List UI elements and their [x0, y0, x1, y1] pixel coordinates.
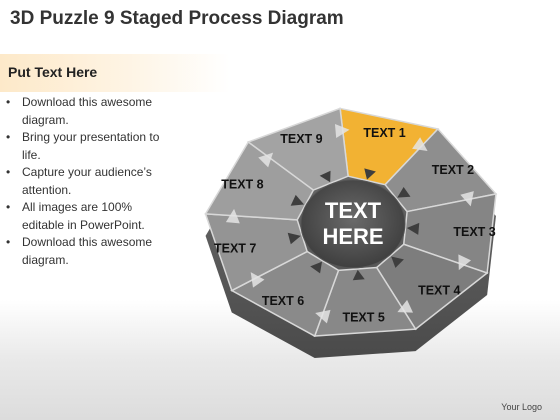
stage-label-4: TEXT 4: [418, 283, 460, 297]
bullet-list: Download this awesome diagram. Bring you…: [6, 94, 176, 269]
subheading-band: [0, 54, 230, 92]
connector-arrow-icon: [397, 299, 414, 313]
stage-label-5: TEXT 5: [342, 311, 384, 325]
hub-arrow-icon: [352, 269, 365, 281]
diagram-arrows: [225, 123, 474, 324]
hub-arrow-icon: [364, 168, 376, 180]
subheading: Put Text Here: [8, 64, 98, 80]
hub-arrow-icon: [406, 222, 420, 235]
hub-arrow-icon: [391, 256, 404, 268]
hub-arrow-icon: [397, 186, 411, 198]
diagram-labels: TEXT 1 TEXT 2 TEXT 3 TEXT 4 TEXT 5 TEXT 6 TEXT…: [214, 126, 496, 324]
stage-label-7: TEXT 7: [214, 241, 256, 255]
connector-arrow-icon: [334, 123, 350, 138]
bullet-item: All images are 100% editable in PowerPoi…: [6, 199, 176, 234]
center-text-line1: TEXT: [325, 198, 382, 223]
connector-arrow-icon: [225, 208, 240, 224]
connector-arrow-icon: [458, 254, 472, 271]
stage-label-1: TEXT 1: [363, 126, 405, 140]
bullet-item: Capture your audience’s attention.: [6, 164, 176, 199]
bullet-item: Download this awesome diagram.: [6, 94, 176, 129]
segment-9: [246, 107, 349, 191]
logo-text: Your Logo: [501, 402, 542, 412]
connector-arrow-icon: [460, 191, 474, 207]
diagram-segments: [204, 107, 498, 338]
slide-title: 3D Puzzle 9 Staged Process Diagram: [10, 8, 344, 29]
bullet-item: Bring your presentation to life.: [6, 129, 176, 164]
stage-label-3: TEXT 3: [453, 225, 495, 239]
stage-label-2: TEXT 2: [432, 163, 474, 177]
center-hub: [300, 179, 406, 269]
bullet-item: Download this awesome diagram.: [6, 234, 176, 269]
hub-arrow-icon: [319, 170, 331, 183]
stage-label-8: TEXT 8: [221, 177, 263, 191]
center-text-line2: HERE: [322, 224, 383, 249]
hub-arrow-icon: [290, 194, 305, 206]
connector-arrow-icon: [258, 152, 274, 168]
stage-label-9: TEXT 9: [280, 132, 322, 146]
hub-arrow-icon: [287, 232, 301, 245]
connector-arrow-icon: [315, 309, 331, 324]
stage-label-6: TEXT 6: [262, 294, 304, 308]
connector-arrow-icon: [412, 137, 428, 152]
connector-arrow-icon: [250, 272, 265, 288]
hub-arrow-icon: [310, 261, 323, 274]
